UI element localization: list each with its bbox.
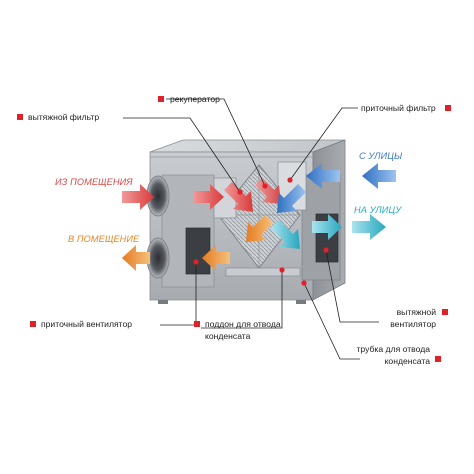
label-supply-fan: приточный вентилятор bbox=[41, 319, 133, 329]
leader-drain-pan bbox=[201, 270, 283, 329]
flow-label-from-street: С УЛИЦЫ bbox=[359, 151, 403, 161]
leader-lines bbox=[123, 98, 379, 360]
to-street-arrow-icon bbox=[352, 214, 386, 240]
port-to-room bbox=[146, 237, 170, 279]
label-drain-tube-line1: трубка для отвода bbox=[356, 344, 431, 354]
supply-fan bbox=[185, 227, 211, 275]
to-street-inner-arrow-icon bbox=[312, 214, 342, 240]
to-room-inner-arrow-icon bbox=[202, 245, 230, 271]
from-street-inner-arrow-icon bbox=[306, 163, 340, 189]
from-street-inner-arrow-icon bbox=[277, 184, 306, 213]
from-room-arrow-icon bbox=[122, 184, 154, 210]
leader-recuperator bbox=[166, 98, 266, 187]
label-recuperator: рекуператор bbox=[170, 94, 220, 104]
marker-supply-filter bbox=[445, 105, 451, 111]
marker-exhaust-fan bbox=[442, 309, 448, 315]
housing-top bbox=[149, 139, 346, 153]
marker-drain-pan bbox=[194, 321, 200, 327]
marker-exhaust-filter bbox=[17, 114, 23, 120]
label-exhaust-fan-line1: вытяжной bbox=[396, 307, 436, 317]
flow-label-from-room: ИЗ ПОМЕЩЕНИЯ bbox=[55, 177, 133, 187]
marker-drain-tube bbox=[435, 356, 441, 362]
flow-label-to-street: НА УЛИЦУ bbox=[354, 205, 402, 215]
marker-supply-fan bbox=[30, 321, 36, 327]
from-street-arrow-icon bbox=[362, 163, 396, 189]
label-drain-pan-line2: конденсата bbox=[205, 331, 251, 341]
leader-supply-filter bbox=[289, 107, 358, 181]
leader-exhaust-filter bbox=[123, 117, 241, 193]
to-room-arrow-icon bbox=[122, 245, 150, 271]
label-exhaust-filter: вытяжной фильтр bbox=[28, 112, 100, 122]
airflow-arrows bbox=[122, 163, 396, 271]
label-drain-pan-line1: поддон для отвода bbox=[205, 319, 281, 329]
label-supply-filter: приточный фильтр bbox=[361, 103, 436, 113]
from-room-inner-arrow-icon bbox=[224, 182, 253, 212]
condensate-pan bbox=[225, 267, 301, 277]
label-drain-tube-line2: конденсата bbox=[384, 356, 430, 366]
flow-label-to-room: В ПОМЕЩЕНИЕ bbox=[68, 234, 140, 244]
to-street-inner-arrow-icon bbox=[271, 220, 300, 249]
from-room-inner-arrow-icon bbox=[255, 178, 281, 204]
label-exhaust-fan-line2: вентилятор bbox=[390, 319, 436, 329]
to-room-inner-arrow-icon bbox=[246, 215, 273, 242]
marker-recuperator bbox=[158, 96, 164, 102]
from-room-inner-arrow-icon bbox=[193, 184, 224, 210]
component-markers bbox=[193, 177, 329, 286]
leader-exhaust-fan bbox=[325, 249, 379, 323]
leader-drain-tube bbox=[303, 282, 360, 360]
